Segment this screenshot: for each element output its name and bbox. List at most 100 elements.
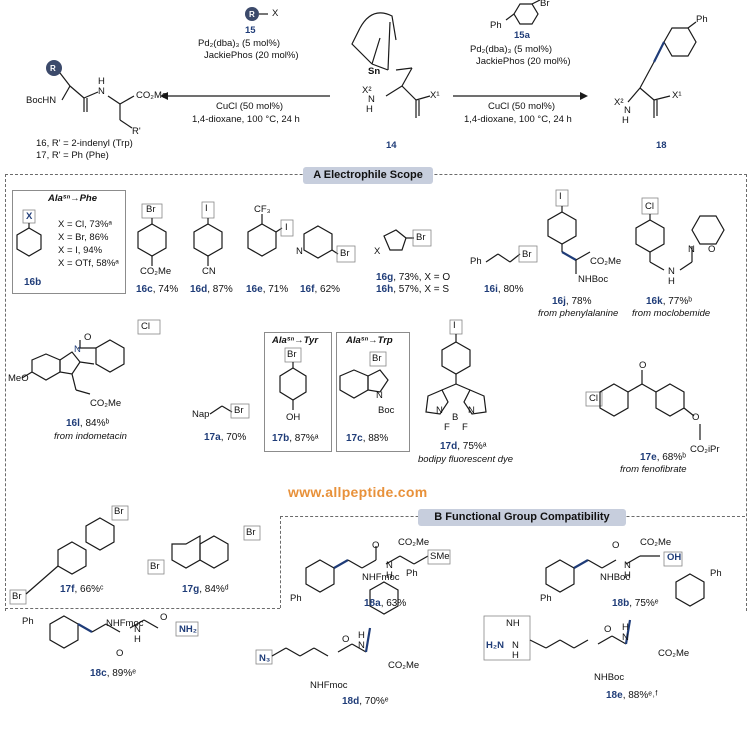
c16k-h: H bbox=[668, 276, 675, 287]
box-17c bbox=[336, 332, 410, 452]
section-b-frame-bottom bbox=[5, 608, 280, 610]
right-catalyst: Pd₂(dba)₃ (5 mol%) bbox=[470, 44, 552, 55]
c16j-i: I bbox=[559, 191, 562, 202]
c17e-co2ipr: CO₂iPr bbox=[690, 444, 720, 455]
box-16b-line-otf: X = OTf, 58%ᵃ bbox=[58, 258, 119, 269]
c18c-id: 18c bbox=[90, 668, 107, 679]
sm-n: N bbox=[368, 94, 375, 105]
c18b-co2me: CO₂Me bbox=[640, 537, 672, 548]
box-17b bbox=[264, 332, 332, 452]
c16l-source: from indometacin bbox=[54, 431, 127, 442]
box-16b-line-br: X = Br, 86% bbox=[58, 232, 109, 243]
sm-h: H bbox=[366, 104, 373, 115]
c16i-br: Br bbox=[522, 249, 532, 260]
c17a-id: 17a bbox=[204, 432, 221, 443]
left-catalyst: Pd₂(dba)₃ (5 mol%) bbox=[198, 38, 280, 49]
c16c-co2me: CO₂Me bbox=[140, 266, 172, 277]
c16i-id: 16i bbox=[484, 284, 498, 295]
c16k-source: from moclobemide bbox=[632, 308, 711, 319]
c18b-id: 18b bbox=[612, 598, 630, 609]
c16j-nhboc: NHBoc bbox=[578, 274, 609, 285]
c18a-id: 18a bbox=[364, 598, 381, 609]
c18e-o: O bbox=[604, 624, 612, 635]
row3-structures bbox=[9, 505, 261, 605]
c18b-n: N bbox=[624, 560, 631, 571]
c18e-ph: Ph bbox=[710, 568, 722, 579]
c17e-id: 17e bbox=[640, 452, 657, 463]
c16l-meo: MeO bbox=[8, 373, 29, 384]
c16e-yield: , 71% bbox=[262, 284, 289, 295]
right-conditions: 1,4-dioxane, 100 °C, 24 h bbox=[464, 114, 572, 125]
reagent-15a-structure bbox=[505, 0, 541, 25]
c16g-id: 16g bbox=[376, 272, 394, 283]
c18a-ph: Ph bbox=[290, 593, 302, 604]
c18d-co2me: CO₂Me bbox=[388, 660, 420, 671]
product-right-h: H bbox=[622, 115, 629, 126]
c18d-id: 18d bbox=[342, 696, 360, 707]
c16f-br: Br bbox=[340, 248, 350, 259]
c17b-title: Alaˢⁿ→Tyr bbox=[272, 335, 319, 346]
c16d-i: I bbox=[205, 203, 208, 214]
c17b-oh: OH bbox=[286, 412, 301, 423]
c17f-br-top: Br bbox=[114, 506, 124, 517]
box-16b bbox=[12, 190, 126, 294]
c16f-id: 16f bbox=[300, 284, 315, 295]
c16j-source: from phenylalanine bbox=[538, 308, 619, 319]
box-16b-id: 16b bbox=[24, 277, 42, 288]
product-right-ph: Ph bbox=[696, 14, 708, 25]
c18a-nhfmoc: NHFmoc bbox=[362, 572, 400, 583]
product-right-n: N bbox=[624, 105, 631, 116]
c17f-id: 17f bbox=[60, 584, 75, 595]
c17d-n2: N bbox=[468, 405, 475, 416]
row1-structures bbox=[137, 189, 725, 274]
c18c-nh2: NH₂ bbox=[179, 624, 197, 635]
sm-sn: Sn bbox=[368, 66, 381, 77]
right-ligand: JackiePhos (20 mol%) bbox=[476, 56, 571, 67]
row2-structures bbox=[21, 319, 701, 440]
c16j-id: 16j bbox=[552, 296, 566, 307]
c17d-f1: F bbox=[444, 422, 450, 433]
sm-id: 14 bbox=[386, 140, 397, 151]
c16d-yield: , 87% bbox=[207, 284, 233, 295]
c17e-yield: , 68%ᵇ bbox=[656, 452, 687, 463]
c17f-br-bottom: Br bbox=[12, 591, 22, 602]
top-scheme-graphics bbox=[46, 0, 697, 129]
c17c-boc: Boc bbox=[378, 405, 395, 416]
c17f-yield: , 66%ᶜ bbox=[74, 584, 104, 595]
reagent-15-r: R bbox=[249, 10, 255, 19]
product-right-id: 18 bbox=[656, 140, 667, 151]
c17g-id: 17g bbox=[182, 584, 200, 595]
c17b-id: 17b bbox=[272, 433, 290, 444]
c17d-n1: N bbox=[436, 405, 443, 416]
c18b-oh: OH bbox=[667, 552, 682, 563]
sm-x2: X² bbox=[362, 85, 372, 96]
left-ligand: JackiePhos (20 mol%) bbox=[204, 50, 299, 61]
peptides-structures bbox=[49, 546, 705, 665]
c16d-cn: CN bbox=[202, 266, 216, 277]
c17d-f2: F bbox=[462, 422, 468, 433]
c16k-yield: , 77%ᵇ bbox=[662, 296, 693, 307]
c17d-i: I bbox=[453, 320, 456, 331]
c18a-o: O bbox=[372, 540, 380, 551]
c16i-yield: , 80% bbox=[497, 284, 524, 295]
c16k-morph-n: N bbox=[688, 244, 695, 255]
c16e-i: I bbox=[285, 222, 288, 233]
c18e-nhboc: NHBoc bbox=[594, 672, 625, 683]
c18e-co2me: CO₂Me bbox=[658, 648, 690, 659]
c16l-co2me: CO₂Me bbox=[90, 398, 122, 409]
product-left-n: N bbox=[98, 86, 105, 97]
box-16b-line-i: X = I, 94% bbox=[58, 245, 103, 256]
box-16b-title: Alaˢⁿ→Phe bbox=[48, 193, 98, 204]
right-additive: CuCl (50 mol%) bbox=[488, 101, 556, 112]
c16l-id: 16l bbox=[66, 418, 80, 429]
c18c-o1: O bbox=[116, 648, 124, 659]
c17a-nap: Nap bbox=[192, 409, 210, 420]
c17e-source: from fenofibrate bbox=[620, 464, 687, 475]
section-a-header: A Electrophile Scope bbox=[303, 167, 433, 184]
c18a-co2me: CO₂Me bbox=[398, 537, 430, 548]
c16f-yield: , 62% bbox=[314, 284, 341, 295]
c18b-o: O bbox=[612, 540, 620, 551]
c17c-id: 17c bbox=[346, 433, 363, 444]
c17d-source: bodipy fluorescent dye bbox=[418, 454, 514, 465]
c18c-n: N bbox=[134, 624, 141, 635]
